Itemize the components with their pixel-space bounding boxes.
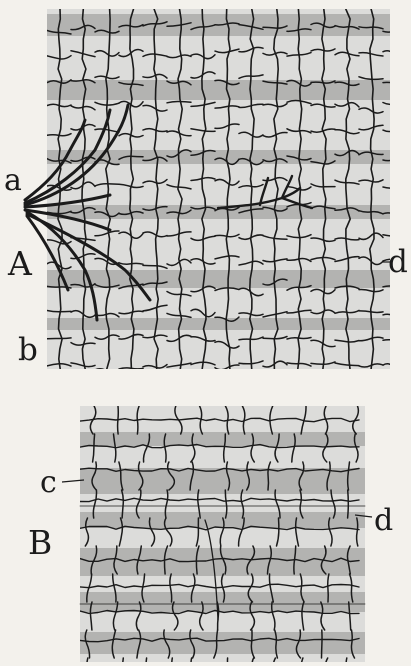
marker-d-panel-a: d xyxy=(388,244,408,280)
marker-a: a xyxy=(4,163,22,198)
panel-a-cell-wall-horizontal xyxy=(95,369,119,374)
panel-b-band xyxy=(80,432,365,446)
panel-b-cell-wall-vertical xyxy=(118,406,119,434)
panel-a-cell-wall-horizontal xyxy=(47,338,71,339)
marker-d-panel-b: d xyxy=(374,503,393,538)
panel-a-label: A xyxy=(7,244,33,283)
panel-b-label: B xyxy=(28,523,52,562)
panel-b-cell-wall-vertical xyxy=(322,630,323,658)
panel-a-band xyxy=(47,80,390,100)
marker-b: b xyxy=(18,332,38,368)
panel-b xyxy=(80,406,365,666)
panel-b-cell-wall-vertical xyxy=(348,490,349,518)
panel-a xyxy=(25,9,407,374)
panel-a-cell-wall-horizontal xyxy=(383,339,407,341)
panel-a-cell-wall-horizontal xyxy=(119,263,143,264)
panel-a-cell-wall-horizontal xyxy=(287,338,311,340)
panel-b-cell-wall-vertical xyxy=(357,518,358,546)
marker-c: c xyxy=(40,465,57,500)
